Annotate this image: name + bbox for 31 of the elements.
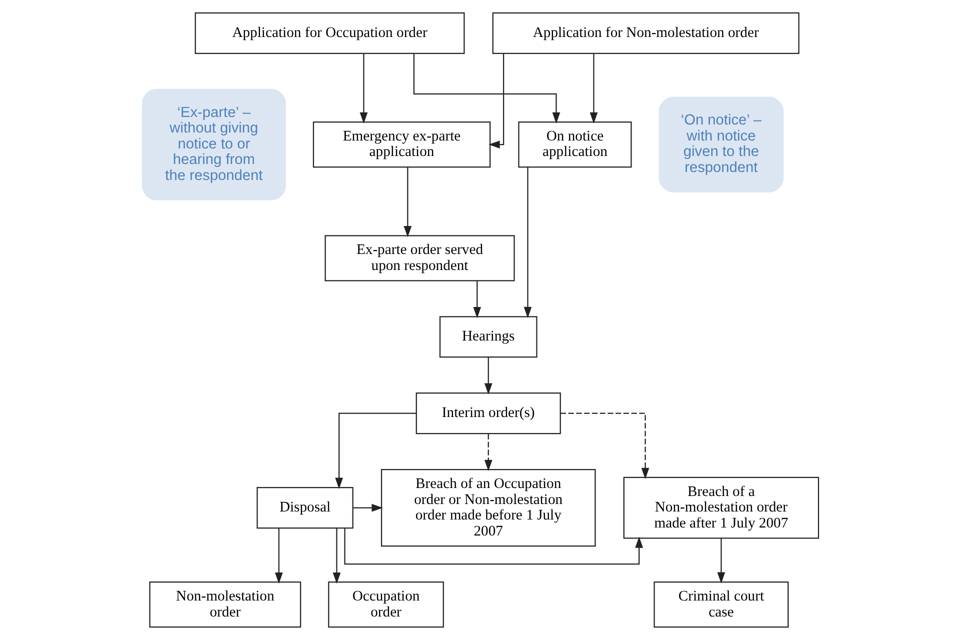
arrow: [589, 54, 598, 124]
arrow: [359, 54, 368, 124]
arrow: [472, 280, 481, 318]
arrow: [488, 54, 504, 148]
node-box: Interim order(s): [415, 392, 560, 434]
arrow: [403, 168, 412, 238]
node-box: Emergency ex-parte application: [312, 121, 490, 168]
node-box: Breach of a Non-molestation order made after 1 July 2007: [622, 476, 819, 539]
node-box: Hearings: [438, 316, 537, 358]
node-box: Criminal court case: [653, 582, 788, 628]
arrow: [523, 167, 532, 318]
arrow: [352, 504, 382, 512]
arrow: [274, 528, 282, 584]
arrow: [334, 412, 416, 490]
node-box: Application for Non-molestation order: [492, 12, 799, 54]
arrow: [560, 412, 649, 480]
arrow: [332, 528, 340, 584]
arrow: [484, 357, 492, 395]
node-box: Ex-parte order served upon respondent: [324, 235, 514, 282]
node-box: Non-molestation order: [148, 582, 301, 628]
node-box: Application for Occupation order: [194, 12, 464, 54]
arrow: [716, 538, 725, 584]
arrow: [344, 528, 643, 565]
arrow: [412, 54, 560, 124]
arrow: [484, 434, 492, 472]
node-box: Occupation order: [328, 582, 444, 628]
node-box: ‘Ex-parte’ – without giving notice to or hearing from the respondent: [141, 88, 286, 200]
node-box: Breach of an Occupation order or Non-molestation order made before 1 July 2007: [380, 469, 596, 547]
node-box: Disposal: [256, 487, 353, 529]
node-box: On notice application: [518, 121, 632, 168]
node-box: ‘On notice’ – with notice given to the respondent: [658, 96, 784, 192]
